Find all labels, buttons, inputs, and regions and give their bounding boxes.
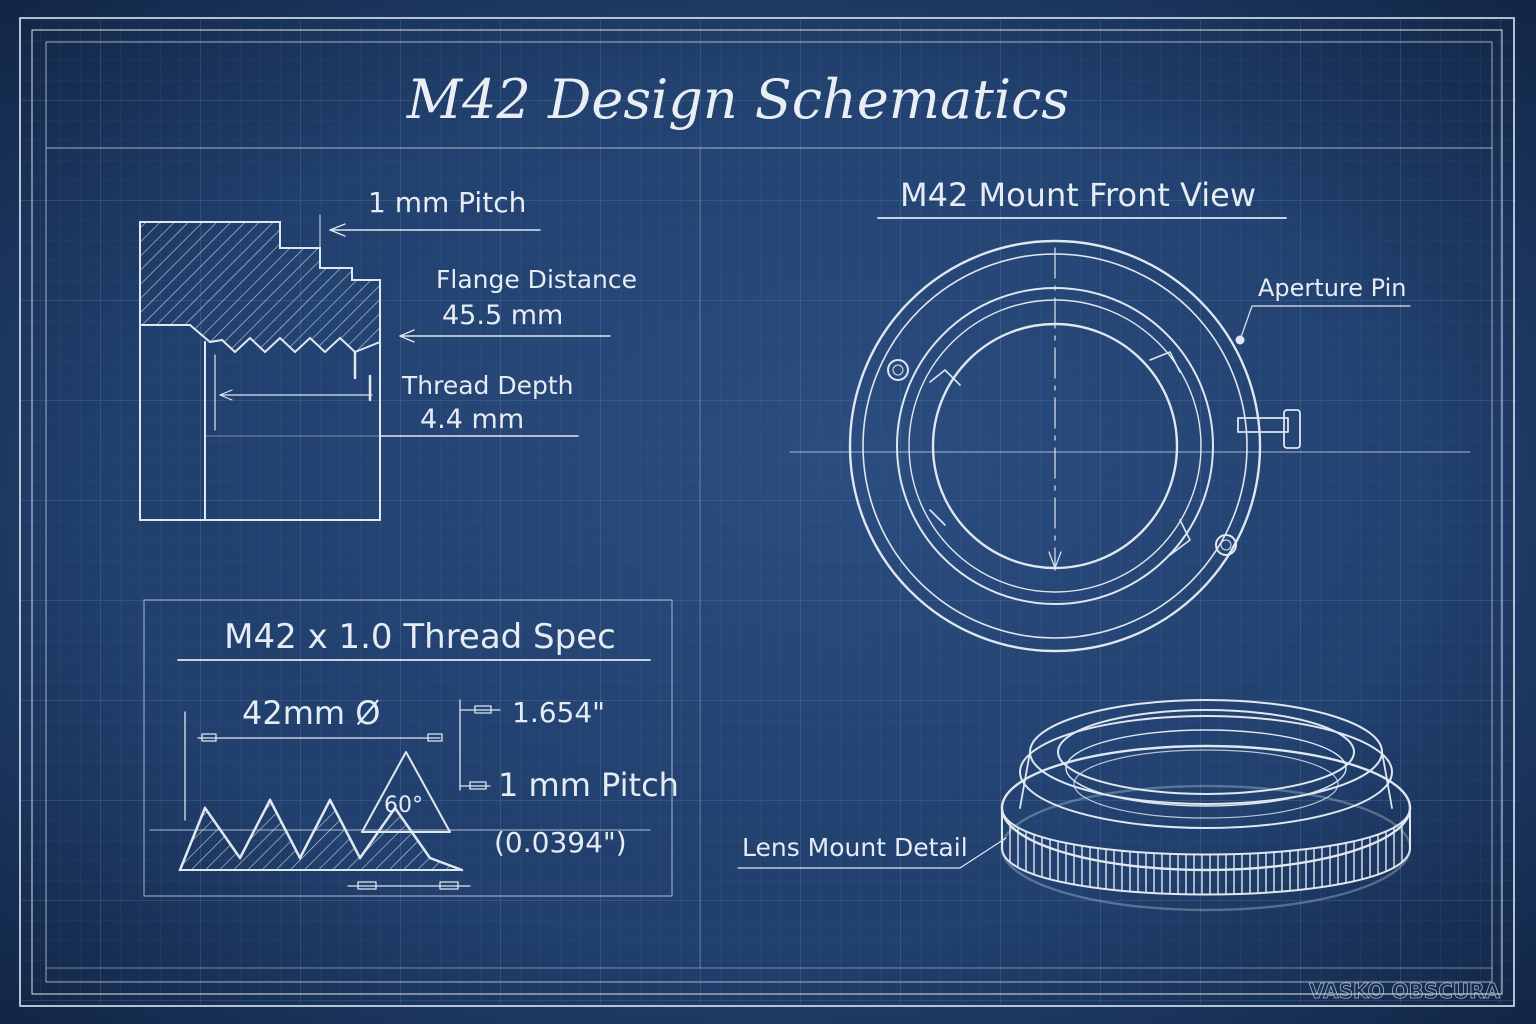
thread-depth-value: 4.4 mm [420, 404, 524, 435]
diameter-inch: 1.654" [512, 696, 605, 729]
angle-label: 60° [384, 793, 423, 818]
knurl-band [1001, 807, 1411, 896]
thread-depth-label: Thread Depth [401, 371, 574, 400]
diameter-label: 42mm Ø [242, 694, 380, 732]
outer-frame [19, 17, 1515, 1007]
watermark: VASKO OBSCURA [1309, 979, 1501, 1003]
page-title: M42 Design Schematics [406, 68, 1069, 131]
thread-spec-section: M42 x 1.0 Thread Spec 42mm Ø 1.654" 1 mm… [143, 599, 679, 897]
thread-profile-section: 1 mm Pitch Flange Distance 45.5 mm Threa… [139, 186, 637, 521]
profile-pitch-label: 1 mm Pitch [368, 186, 526, 219]
aperture-pin-label: Aperture Pin [1258, 274, 1406, 302]
profile-body [139, 221, 381, 354]
lens-detail-section: Lens Mount Detail [737, 699, 1412, 912]
flange-distance-value: 45.5 mm [442, 300, 563, 331]
spec-pitch-inch: (0.0394") [494, 826, 627, 859]
spec-pitch-label: 1 mm Pitch [498, 766, 679, 804]
thread-spec-heading: M42 x 1.0 Thread Spec [224, 617, 616, 657]
lens-detail-label: Lens Mount Detail [742, 833, 968, 862]
front-view-section: M42 Mount Front View [789, 176, 1471, 653]
front-view-heading: M42 Mount Front View [900, 176, 1256, 214]
flange-distance-label: Flange Distance [436, 265, 637, 294]
